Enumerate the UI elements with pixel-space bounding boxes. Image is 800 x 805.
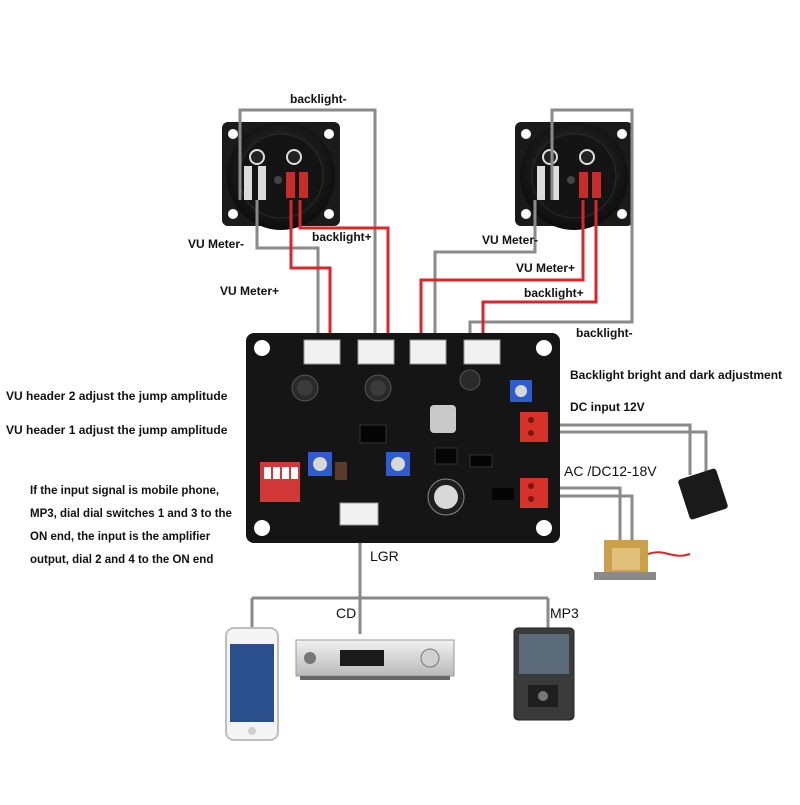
ac-terminal xyxy=(520,478,548,508)
header-connectors-top xyxy=(303,339,501,365)
label-vu-meter-plus-left: VU Meter+ xyxy=(220,284,280,298)
label-lgr: LGR xyxy=(370,548,399,564)
vu-meter-left xyxy=(222,122,340,230)
vu-meter-right xyxy=(515,122,633,230)
dc-terminal xyxy=(520,412,548,442)
label-backlight-minus-right: backlight- xyxy=(576,326,633,340)
label-vu-meter-minus-right: VU Meter- xyxy=(482,233,539,247)
dc-adapter xyxy=(678,468,728,520)
label-cd: CD xyxy=(336,605,357,621)
potentiometer-right[interactable] xyxy=(386,452,410,476)
label-vu-meter-plus-right: VU Meter+ xyxy=(516,261,576,275)
potentiometer-backlight[interactable] xyxy=(510,380,532,402)
input-connector xyxy=(339,502,379,526)
label-vu-header-1: VU header 1 adjust the jump amplitude xyxy=(6,423,228,437)
label-backlight-plus-right: backlight+ xyxy=(524,286,584,300)
label-ac-input: AC /DC12-18V xyxy=(564,463,657,479)
dip-switch[interactable] xyxy=(260,462,300,502)
label-dc-input: DC input 12V xyxy=(570,400,645,414)
red-wires xyxy=(289,200,598,345)
phone xyxy=(225,627,279,741)
pcb-board xyxy=(246,333,560,543)
label-mp3: MP3 xyxy=(550,605,579,621)
potentiometer-left[interactable] xyxy=(308,452,332,476)
transformer xyxy=(594,540,691,580)
mp3-player xyxy=(513,627,575,721)
cd-player xyxy=(295,639,455,680)
label-vu-header-2: VU header 2 adjust the jump amplitude xyxy=(6,389,228,403)
input-signal-note: If the input signal is mobile phone, MP3… xyxy=(30,485,232,566)
label-vu-meter-minus-left: VU Meter- xyxy=(188,237,245,251)
label-backlight-adjust: Backlight bright and dark adjustment xyxy=(570,368,783,382)
label-backlight-plus-left: backlight+ xyxy=(312,230,372,244)
label-backlight-minus-top: backlight- xyxy=(290,92,347,106)
